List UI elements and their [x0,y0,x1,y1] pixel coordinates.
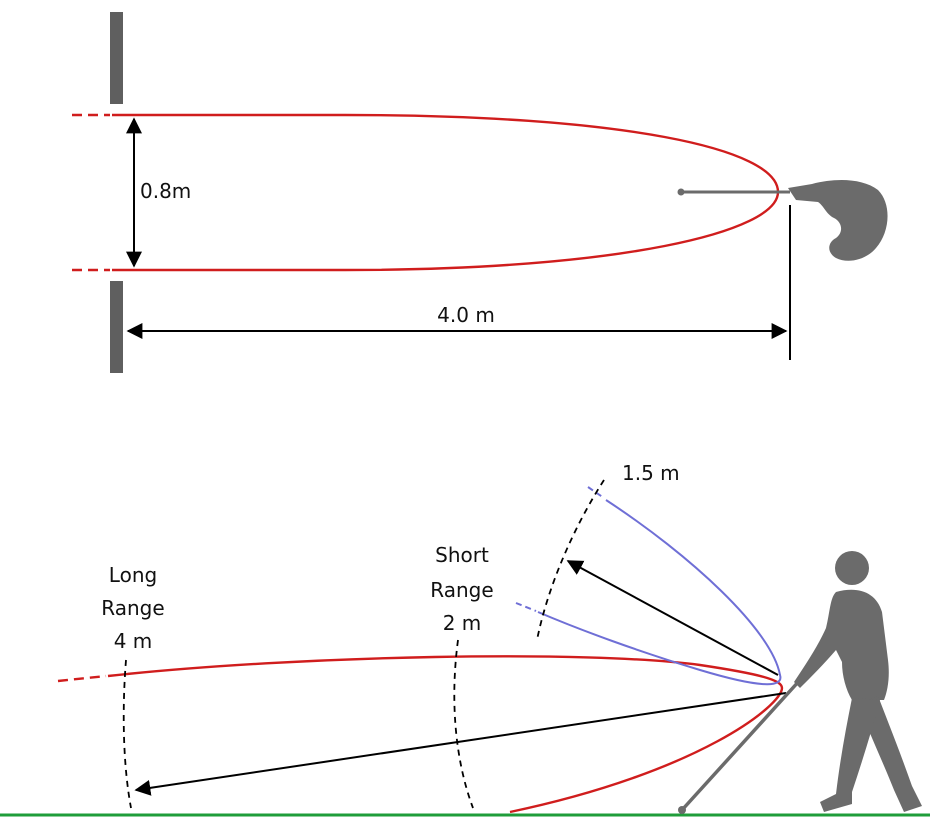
person-head [835,551,869,585]
short-range-label-line1: Short [435,543,489,567]
bottom-diagram: 1.5 m Short Range 2 m Long Range 4 m [0,461,930,817]
distance-label: 4.0 m [437,303,495,327]
short-range-beam-dashed-upper [587,486,605,499]
person-top-view [677,180,888,261]
short-range-beam [537,499,782,686]
width-label: 0.8m [140,179,191,203]
wall-lower [110,281,123,373]
person-body-top-view [788,180,888,261]
short-range-arc [453,639,474,809]
wall-upper [110,12,123,104]
long-range-label-line2: Range [101,596,164,620]
person-side-view [678,551,922,814]
short-range-label-line3: 2 m [443,611,482,635]
cane-tip-side-view [678,806,686,814]
top-diagram: 0.8m 4.0 m [72,12,888,373]
long-range-label-line1: Long [109,563,157,587]
long-range-arrow [134,692,787,796]
person-torso-arm [794,589,889,700]
cane-side-view [680,678,802,812]
angle-range-label: 1.5 m [622,461,680,485]
short-range-beam-dashed-lower [515,602,537,612]
long-range-arc [122,659,132,809]
cane-tip-top-view [677,188,685,196]
short-range-label-line2: Range [430,578,493,602]
long-range-label-line3: 4 m [114,629,153,653]
angle-range-arrow [566,560,779,676]
long-range-beam [107,655,784,814]
long-range-beam-dashed [57,674,107,683]
person-front-leg [820,698,880,812]
person-rear-leg [858,696,922,812]
